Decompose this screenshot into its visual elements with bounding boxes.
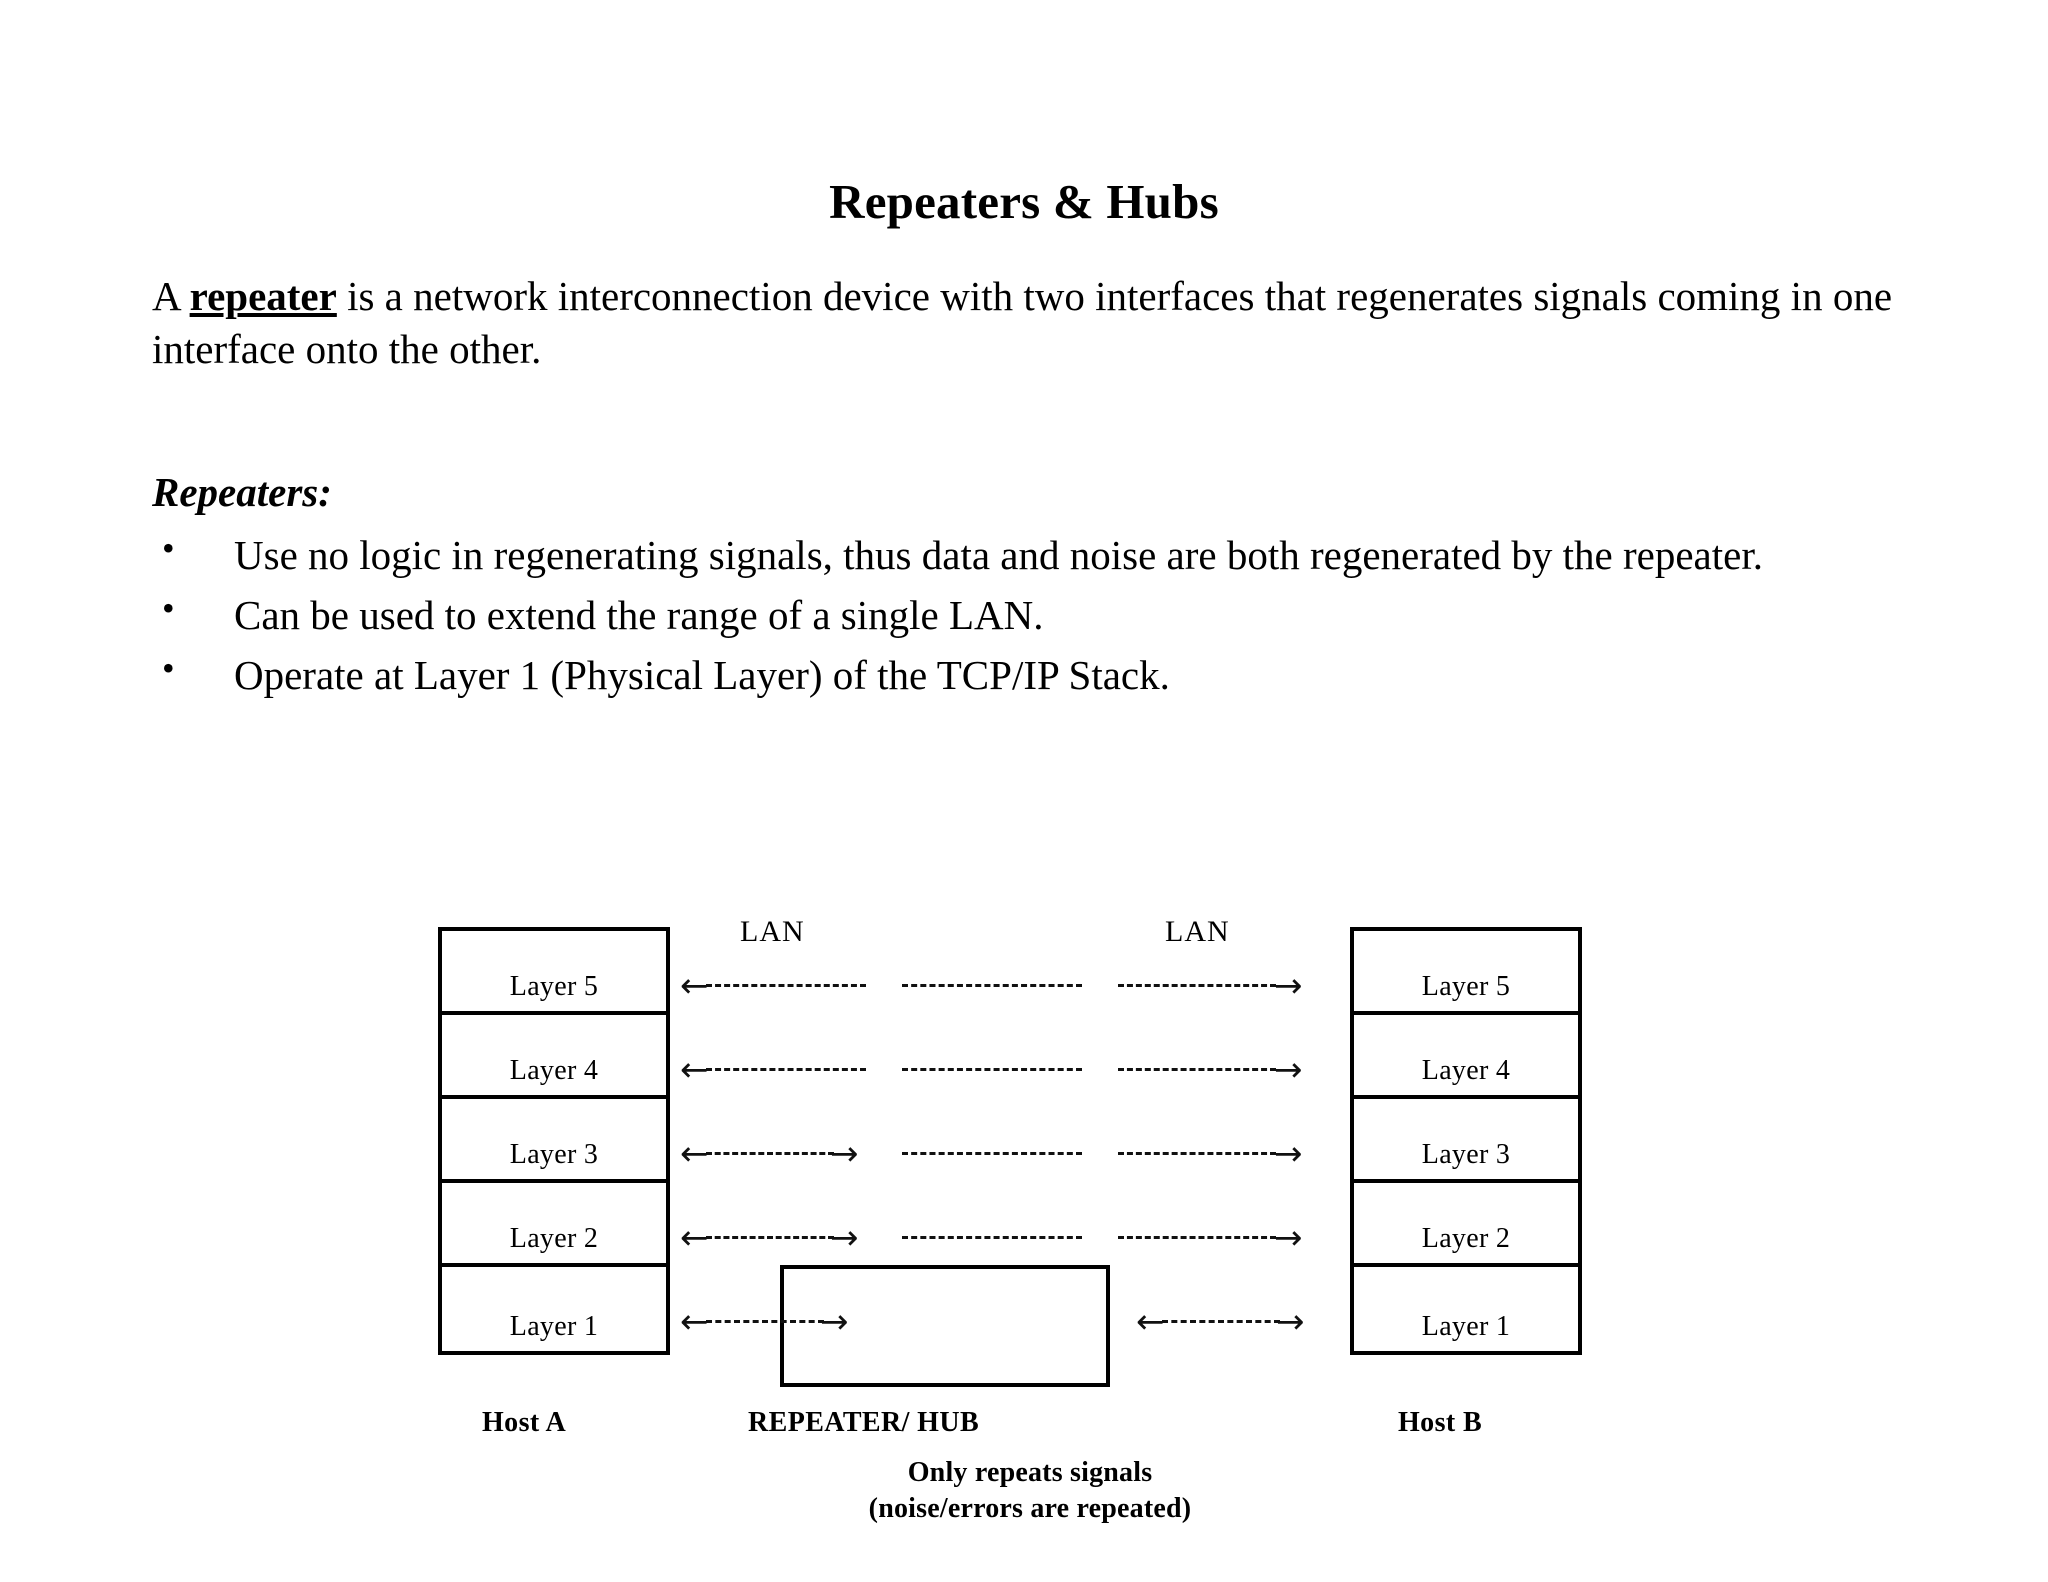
arrow-right-icon: →: [1276, 1302, 1305, 1342]
dashed-segment: [1118, 1068, 1276, 1071]
arrow-right-icon: →: [830, 1134, 859, 1174]
host-a-layer-4: Layer 4: [442, 1015, 666, 1099]
arrow-row-layer-5: ← →: [680, 966, 1360, 1006]
list-item: • Use no logic in regenerating signals, …: [152, 528, 1942, 582]
host-a-layer-3: Layer 3: [442, 1099, 666, 1183]
arrow-right-icon: →: [820, 1302, 849, 1342]
dashed-segment: [1118, 984, 1276, 987]
host-a-label: Host A: [482, 1407, 567, 1438]
host-a-layer-1: Layer 1: [442, 1267, 666, 1351]
host-a-layer-5: Layer 5: [442, 931, 666, 1015]
dashed-segment: [902, 1068, 1082, 1071]
dashed-segment: [706, 1152, 834, 1155]
dashed-segment: [706, 1236, 834, 1239]
arrow-row-layer-4: ← →: [680, 1050, 1360, 1090]
arrow-left-icon: ←: [680, 1218, 709, 1258]
page-title: Repeaters & Hubs: [829, 173, 1219, 229]
bullet-dot-icon: •: [162, 588, 175, 629]
host-b-protocol-stack: Layer 5 Layer 4 Layer 3 Layer 2 Layer 1: [1350, 927, 1582, 1355]
arrow-row-layer-1-left: ← →: [680, 1302, 849, 1342]
arrow-row-layer-3: ← → →: [680, 1134, 1360, 1174]
list-item-text: Operate at Layer 1 (Physical Layer) of t…: [234, 652, 1170, 699]
diagram-caption-line-1: Only repeats signals: [907, 1457, 1153, 1488]
dashed-segment: [1118, 1152, 1276, 1155]
bullet-dot-icon: •: [162, 648, 175, 689]
dashed-segment: [902, 1236, 1082, 1239]
list-item: • Can be used to extend the range of a s…: [152, 588, 1942, 642]
keyword-repeater: repeater: [189, 273, 337, 319]
dashed-segment: [706, 1320, 824, 1323]
dashed-segment: [902, 1152, 1082, 1155]
dashed-segment: [1162, 1320, 1280, 1323]
intro-paragraph-block: A repeater is a network interconnection …: [152, 270, 1912, 377]
section-heading-repeaters: Repeaters:: [152, 469, 332, 515]
arrow-right-icon: →: [830, 1218, 859, 1258]
intro-paragraph: A repeater is a network interconnection …: [152, 270, 1912, 377]
dashed-segment: [1118, 1236, 1276, 1239]
arrow-left-icon: ←: [680, 966, 709, 1006]
repeater-hub-diagram: LAN LAN Layer 5 Layer 4 Layer 3 Layer 2 …: [430, 915, 1630, 1524]
arrow-row-layer-1-right: ← →: [1136, 1302, 1351, 1342]
lan-label-left: LAN: [740, 915, 805, 948]
diagram-caption-line-2: (noise/errors are repeated): [868, 1492, 1192, 1524]
host-b-layer-5: Layer 5: [1354, 931, 1578, 1015]
diagram-caption: Only repeats signals (noise/errors are r…: [430, 1455, 1630, 1527]
arrow-right-icon: →: [1274, 1050, 1303, 1090]
host-a-protocol-stack: Layer 5 Layer 4 Layer 3 Layer 2 Layer 1: [438, 927, 670, 1355]
list-item: • Operate at Layer 1 (Physical Layer) of…: [152, 648, 1942, 702]
dashed-segment: [706, 984, 866, 987]
host-b-layer-3: Layer 3: [1354, 1099, 1578, 1183]
dashed-segment: [902, 984, 1082, 987]
list-item-text: Use no logic in regenerating signals, th…: [234, 532, 1763, 578]
repeaters-bullet-list: • Use no logic in regenerating signals, …: [152, 528, 1942, 708]
lan-label-right: LAN: [1165, 915, 1230, 948]
host-a-layer-2: Layer 2: [442, 1183, 666, 1267]
arrow-left-icon: ←: [680, 1302, 709, 1342]
intro-text-before: A: [152, 273, 190, 319]
arrow-right-icon: →: [1274, 966, 1303, 1006]
repeater-hub-box: [780, 1265, 1110, 1387]
host-b-layer-4: Layer 4: [1354, 1015, 1578, 1099]
arrow-left-icon: ←: [680, 1050, 709, 1090]
list-item-text: Can be used to extend the range of a sin…: [234, 592, 1044, 639]
arrow-right-icon: →: [1274, 1134, 1303, 1174]
arrow-row-layer-2: ← → →: [680, 1218, 1360, 1258]
repeater-hub-label: REPEATER/ HUB: [748, 1407, 980, 1438]
host-b-layer-2: Layer 2: [1354, 1183, 1578, 1267]
host-b-layer-1: Layer 1: [1354, 1267, 1578, 1351]
arrow-left-icon: ←: [1136, 1302, 1165, 1342]
arrow-left-icon: ←: [680, 1134, 709, 1174]
host-b-label: Host B: [1398, 1407, 1483, 1438]
dashed-segment: [706, 1068, 866, 1071]
bullet-dot-icon: •: [162, 528, 175, 568]
intro-text-after: is a network interconnection device with…: [152, 273, 1893, 373]
arrow-right-icon: →: [1274, 1218, 1303, 1258]
